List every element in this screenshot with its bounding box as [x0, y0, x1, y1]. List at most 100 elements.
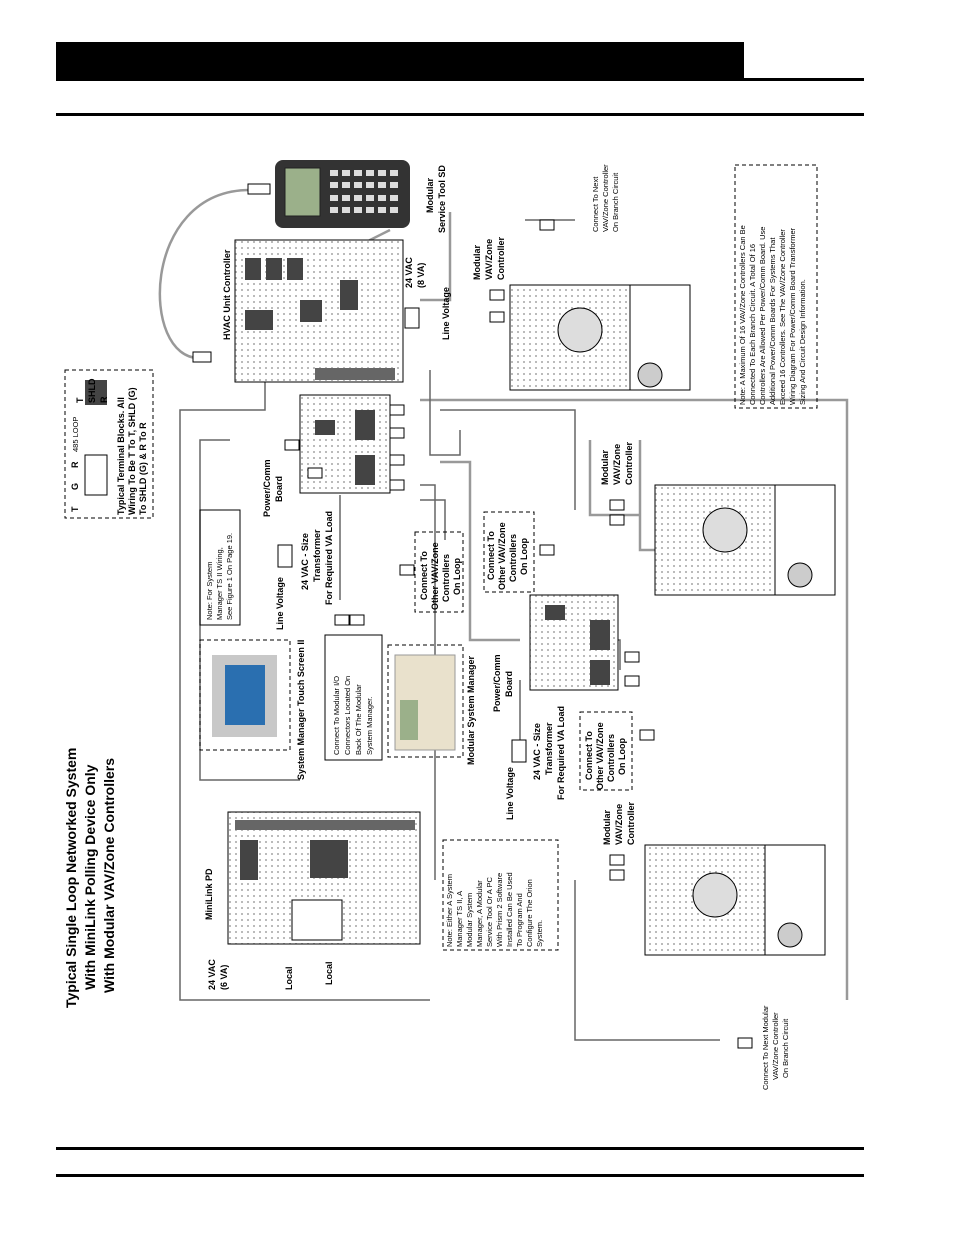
svg-text:Connect To: Connect To: [419, 551, 429, 600]
wire-connectors: [277, 219, 753, 1049]
terminal-labels: T G R 485 LOOP T SHLD R Typical Terminal…: [70, 378, 148, 515]
svg-text:Note: A Maximum Of 16 VAV/Zone: Note: A Maximum Of 16 VAV/Zone Controlle…: [738, 225, 747, 405]
svg-text:On Loop: On Loop: [452, 558, 462, 595]
svg-text:VAV/Zone: VAV/Zone: [484, 239, 494, 280]
svg-text:Power/Comm: Power/Comm: [262, 459, 272, 517]
svg-text:Transformer: Transformer: [312, 529, 322, 582]
svg-text:On Loop: On Loop: [617, 738, 627, 775]
transformer-icon: [404, 307, 420, 329]
svg-text:VAV/Zone: VAV/Zone: [612, 444, 622, 485]
svg-text:Wiring Diagram For Power/Comm: Wiring Diagram For Power/Comm Board Tran…: [788, 227, 797, 405]
svg-text:Controller: Controller: [496, 237, 506, 280]
touch-screen-device: [199, 639, 291, 751]
svg-text:Connect To Modular I/O: Connect To Modular I/O: [332, 676, 341, 755]
svg-text:With Modular VAV/Zone Controll: With Modular VAV/Zone Controllers: [101, 758, 117, 993]
svg-text:With MiniLink Polling Device O: With MiniLink Polling Device Only: [82, 764, 98, 990]
svg-text:Connect To: Connect To: [584, 731, 594, 780]
transformer-label-top: 24 VAC - Size Transformer For Required V…: [300, 511, 334, 605]
svg-text:Board: Board: [504, 671, 514, 697]
header-bar: [56, 42, 744, 80]
transformer-label-bottom: 24 VAC - Size Transformer For Required V…: [532, 706, 566, 800]
svg-text:Modular: Modular: [472, 245, 482, 280]
connect-other-mid: Connect To Other VAV/Zone Controllers On…: [483, 511, 535, 593]
svg-text:Service Tool Or A PC: Service Tool Or A PC: [485, 877, 494, 947]
modular-system-manager-device: [387, 644, 464, 758]
modular-system-manager-label: Modular System Manager: [466, 655, 476, 765]
svg-text:See Figure 1 On Page 19.: See Figure 1 On Page 19.: [225, 533, 234, 620]
svg-text:To Program And: To Program And: [515, 893, 524, 947]
touch-screen-label: System Manager Touch Screen II: [296, 640, 306, 780]
svg-text:On Branch Circuit: On Branch Circuit: [611, 172, 620, 232]
svg-text:For Required VA Load: For Required VA Load: [556, 706, 566, 800]
svg-text:G: G: [70, 483, 80, 490]
wiring-lines: [158, 188, 849, 1000]
svg-text:Note: Either A System: Note: Either A System: [445, 874, 454, 947]
svg-text:On Branch Circuit: On Branch Circuit: [781, 1018, 790, 1078]
local-label-1: Local: [284, 966, 294, 990]
connect-next-top: Connect To Next VAV/Zone Controller On B…: [591, 164, 620, 232]
svg-text:R: R: [99, 396, 109, 403]
hvac-unit-controller-board: [192, 239, 404, 383]
svg-text:Modular: Modular: [600, 450, 610, 485]
svg-text:Installed Can Be Used: Installed Can Be Used: [505, 872, 514, 947]
svg-text:For Required VA Load: For Required VA Load: [324, 511, 334, 605]
svg-text:Back Of The Modular: Back Of The Modular: [354, 684, 363, 755]
service-tool-label: Modular Service Tool SD: [425, 165, 447, 233]
svg-text:To SHLD (G) & R To R: To SHLD (G) & R To R: [138, 422, 148, 515]
note-either-box: Note: Either A System Manager TS II, A M…: [442, 839, 559, 951]
vav-controller-1-label: Modular VAV/Zone Controller: [472, 237, 506, 280]
svg-text:Controller: Controller: [624, 442, 634, 485]
vac24-8va-label: 24 VAC (8 VA): [404, 257, 426, 288]
service-tool-device: [247, 160, 410, 228]
minilink-label: MiniLink PD: [204, 868, 214, 920]
vac24-6va-label: 24 VAC (6 VA): [207, 959, 229, 990]
svg-text:Sizing And Circuit Design Info: Sizing And Circuit Design Information.: [798, 279, 807, 405]
diagram-title: Typical Single Loop Networked System Wit…: [63, 748, 117, 1008]
svg-text:Controllers: Controllers: [441, 554, 451, 602]
svg-text:System.: System.: [535, 920, 544, 947]
svg-text:Additional Power/Comm Boards F: Additional Power/Comm Boards For Systems…: [768, 237, 777, 405]
svg-text:Typical Single Loop Networked: Typical Single Loop Networked System: [63, 748, 79, 1008]
header-rule: [56, 78, 864, 81]
svg-text:485 LOOP: 485 LOOP: [71, 417, 80, 452]
power-comm-label-top: Power/Comm Board: [262, 459, 284, 517]
svg-text:Controllers: Controllers: [606, 734, 616, 782]
svg-text:Connect To Next: Connect To Next: [591, 176, 600, 232]
svg-text:Modular: Modular: [425, 178, 435, 213]
svg-text:24 VAC: 24 VAC: [404, 257, 414, 288]
line-voltage-label-bottom: Line Voltage: [505, 767, 515, 820]
svg-text:Other VAV/Zone: Other VAV/Zone: [497, 522, 507, 590]
svg-text:(8 VA): (8 VA): [416, 263, 426, 288]
svg-text:VAV/Zone Controller: VAV/Zone Controller: [601, 164, 610, 232]
svg-text:On Loop: On Loop: [519, 538, 529, 575]
svg-text:R: R: [70, 461, 80, 468]
svg-text:Modular: Modular: [602, 810, 612, 845]
vav-controller-2-label: Modular VAV/Zone Controller: [600, 442, 634, 485]
svg-text:Controller: Controller: [626, 802, 636, 845]
svg-text:Wiring To Be T To T, SHLD (G): Wiring To Be T To T, SHLD (G): [127, 387, 137, 515]
connect-other-bottom: Connect To Other VAV/Zone Controllers On…: [579, 711, 633, 791]
connect-other-top: Connect To Other VAV/Zone Controllers On…: [414, 531, 464, 613]
connect-next-bottom: Connect To Next Modular VAV/Zone Control…: [761, 1005, 790, 1090]
svg-text:Connectors Located On: Connectors Located On: [343, 676, 352, 755]
note-ts2-box: Note: For System Manager TS II Wiring, S…: [199, 509, 241, 626]
power-comm-board-bottom: [529, 594, 619, 691]
hvac-label: HVAC Unit Controller: [222, 249, 232, 340]
power-comm-label-bottom: Power/Comm Board: [492, 654, 514, 712]
svg-text:Modular System: Modular System: [465, 893, 474, 947]
svg-text:24 VAC - Size: 24 VAC - Size: [300, 533, 310, 590]
terminal-block-detail: [64, 369, 154, 519]
svg-text:Manager, A Modular: Manager, A Modular: [475, 880, 484, 947]
svg-text:Power/Comm: Power/Comm: [492, 654, 502, 712]
svg-text:(6 VA): (6 VA): [219, 965, 229, 990]
svg-text:Service Tool SD: Service Tool SD: [437, 165, 447, 233]
svg-text:Manager TS II, A: Manager TS II, A: [455, 891, 464, 947]
footer-rule-2: [56, 1174, 864, 1177]
svg-text:SHLD: SHLD: [87, 378, 97, 403]
svg-text:System Manager.: System Manager.: [365, 697, 374, 755]
svg-text:VAV/Zone: VAV/Zone: [614, 804, 624, 845]
svg-text:Manager TS II Wiring,: Manager TS II Wiring,: [215, 547, 224, 620]
svg-text:VAV/Zone Controller: VAV/Zone Controller: [771, 1012, 780, 1080]
svg-text:Other VAV/Zone: Other VAV/Zone: [595, 722, 605, 790]
